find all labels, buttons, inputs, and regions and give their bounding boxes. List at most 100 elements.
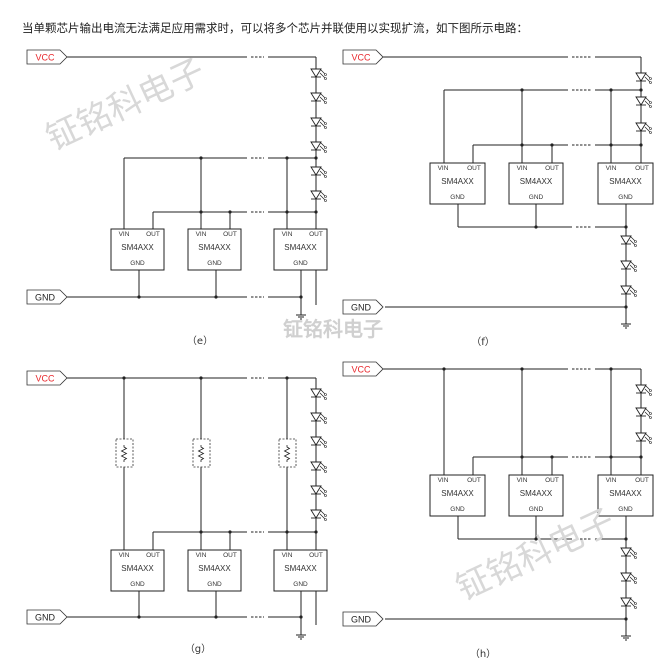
led-icon [310,412,327,424]
junction-dot [624,305,628,309]
junction-dot [609,88,613,92]
led-icon [620,235,637,247]
junction-dot [624,617,628,621]
led-icon [635,122,652,134]
chip-name: SM4AXX [441,489,474,498]
junction-dot [520,367,524,371]
junction-dot [550,455,554,459]
ground-icon [621,628,631,641]
caption-h: （h） [470,648,496,660]
chip-name: SM4AXX [198,564,231,573]
led-icon [310,92,327,104]
chip-name: SM4AXX [284,243,317,252]
vin-pin-label: VIN [196,231,207,238]
junction-dot [214,295,218,299]
junction-dot [609,143,613,147]
ground-icon [296,627,306,640]
gnd-pin-label: GND [618,194,633,201]
chip-name: SM4AXX [121,564,154,573]
gnd-pin-label: GND [529,194,544,201]
watermark-text: 钲铭科电子 [450,501,621,609]
vin-pin-label: VIN [606,477,617,484]
junction-dot [520,88,524,92]
junction-dot [285,156,289,160]
out-pin-label: OUT [545,477,559,484]
chip-name: SM4AXX [198,243,231,252]
vcc-port: VCC [26,49,68,65]
led-icon [635,407,652,419]
gnd-pin-label: GND [130,260,145,267]
led-icon [310,166,327,178]
junction-dot [199,210,203,214]
led-icon [635,384,652,396]
led-icon [310,485,327,497]
chip-name: SM4AXX [121,243,154,252]
led-icon [620,285,637,297]
gnd-pin-label: GND [293,260,308,267]
led-icon [310,388,327,400]
led-icon [310,436,327,448]
vin-pin-label: VIN [438,165,449,172]
gnd-pin-label: GND [293,581,308,588]
led-icon [620,572,637,584]
vcc-port-label: VCC [35,53,55,63]
junction-dot [299,295,303,299]
led-icon [310,117,327,129]
vin-pin-label: VIN [282,552,293,559]
vin-pin-label: VIN [517,477,528,484]
resistor-icon [115,438,134,468]
junction-dot [520,143,524,147]
gnd-port-label: GND [35,613,56,623]
vcc-port: VCC [342,49,384,65]
led-icon [635,72,652,84]
gnd-port-label: GND [351,303,372,313]
gnd-port-label: GND [351,615,372,625]
resistor-icon [192,438,211,468]
junction-dot [314,156,318,160]
chip-name: SM4AXX [609,177,642,186]
led-icon [620,547,637,559]
junction-dot [624,225,628,229]
junction-dot [122,376,126,380]
junction-dot [199,156,203,160]
ground-icon [296,307,306,320]
junction-dot [639,143,643,147]
chip-name: SM4AXX [441,177,474,186]
junction-dot [314,210,318,214]
vin-pin-label: VIN [438,477,449,484]
gnd-port-label: GND [35,293,56,303]
vin-pin-label: VIN [119,231,130,238]
vcc-port-label: VCC [35,374,55,384]
out-pin-label: OUT [146,231,160,238]
caption-f: （f） [471,336,495,348]
gnd-pin-label: GND [207,581,222,588]
ground-icon [621,316,631,329]
watermark-text-bold: 钲铭科电子 [283,317,383,341]
gnd-port: GND [26,609,68,625]
junction-dot [609,367,613,371]
vcc-port: VCC [342,361,384,377]
led-icon [635,96,652,108]
gnd-port: GND [342,299,384,315]
junction-dot [199,530,203,534]
led-icon [620,260,637,272]
junction-dot [137,615,141,619]
gnd-port: GND [26,289,68,305]
vcc-port-label: VCC [351,365,371,375]
junction-dot [228,210,232,214]
junction-dot [285,210,289,214]
